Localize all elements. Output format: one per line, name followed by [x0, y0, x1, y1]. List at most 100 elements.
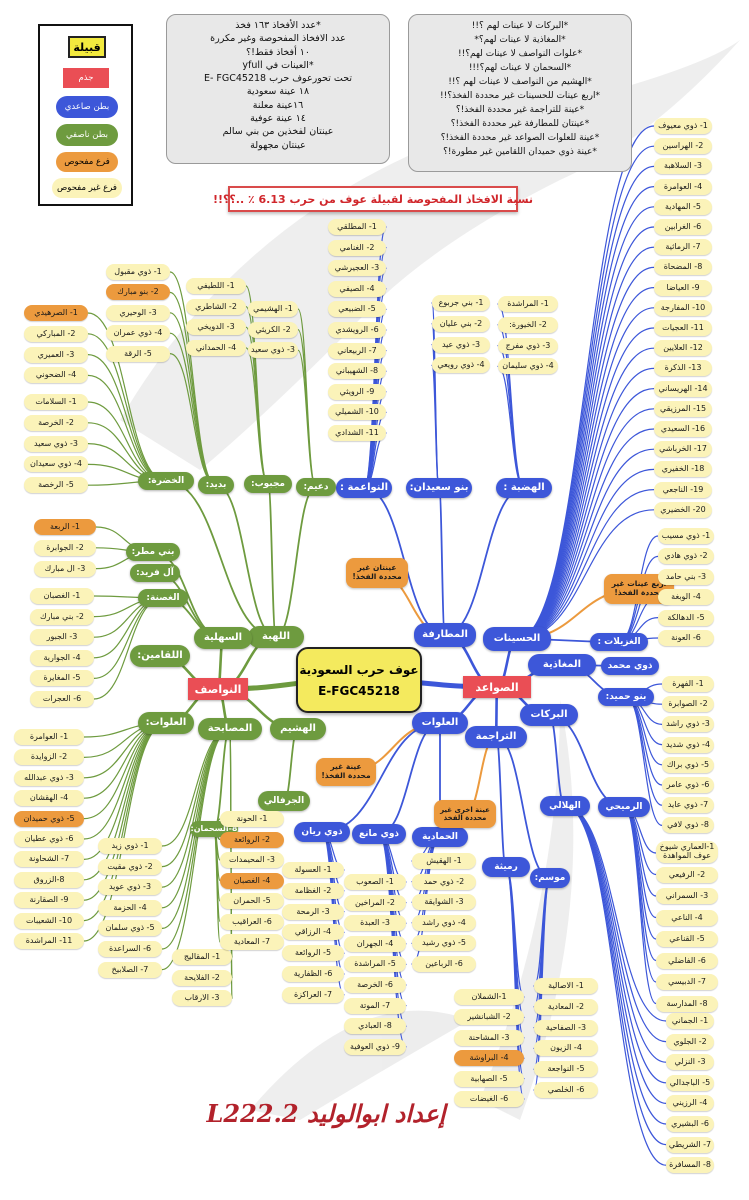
leaf-ghazilat-6[interactable]: 6- العونة [658, 630, 714, 646]
leaf-husainat-20[interactable]: 20- الخضيري [654, 501, 712, 518]
leaf-hilali-1[interactable]: 1- الجماني [666, 1013, 714, 1029]
hub-rumaitha[interactable]: رميثة [482, 857, 530, 877]
hub-bani-saidan[interactable]: بنو سعيدان: [406, 478, 472, 498]
leaf-suhman-6[interactable]: 6- العراقيب [220, 913, 284, 930]
leaf-rumaitha-3[interactable]: 3- المشاحنة [454, 1029, 524, 1046]
leaf-musabaha-6[interactable]: 6- السراعدة [98, 941, 162, 957]
hub-ghazilat[interactable]: الغزيلات : [590, 633, 648, 651]
leaf-musabaha-5[interactable]: 5- ذوي سلمان [98, 920, 162, 937]
leaf-alawat-n-7[interactable]: 7- الشحاونة [14, 851, 84, 868]
leaf-musa-1[interactable]: 1- الاصالية [534, 978, 598, 994]
leaf-musabaha-7[interactable]: 7- الصلابيخ [98, 961, 162, 978]
leaf-bani-matar-2[interactable]: 2- الجوابرة [34, 539, 96, 556]
leaf-majbub-4[interactable]: 4- الحمداني [186, 339, 246, 356]
leaf-hadba-3[interactable]: 3- ذوي مفرج [498, 337, 558, 354]
leaf-thawi-mani-1[interactable]: 1- الصعوب [344, 874, 406, 890]
leaf-bani-humaid-6[interactable]: 6- ذوي عامر [662, 777, 714, 793]
leaf-thawi-rayyan-2[interactable]: 2- الغظامة [282, 882, 344, 899]
leaf-khadra-5[interactable]: 1- السلامات [24, 394, 88, 410]
leaf-ghazilat-2[interactable]: 2- ذوي هادي [658, 548, 714, 565]
leaf-musabaha-sub-2[interactable]: 2- الفلايحة [172, 969, 232, 986]
leaf-musa-3[interactable]: 3- الصفاحية [534, 1019, 598, 1036]
leaf-musabaha-2[interactable]: 2- ذوي مقيت [98, 858, 162, 875]
leaf-rumaihi-1[interactable]: 1-العماري شيوخ عوف المواهدة [656, 841, 718, 863]
hub-nawaa[interactable]: النواعمة : [336, 478, 392, 498]
leaf-thawi-rayyan-3[interactable]: 3- الرمحة [282, 903, 344, 920]
leaf-husainat-6[interactable]: 6- الغرابين [654, 219, 712, 235]
leaf-husainat-3[interactable]: 3- السلاهبة [654, 158, 712, 175]
leaf-husainat-8[interactable]: 8- المضحاة [654, 259, 712, 276]
hub-musabaha[interactable]: المصابحة [198, 718, 262, 740]
leaf-thawi-mani-3[interactable]: 3- العبدة [344, 915, 406, 932]
leaf-thawi-mani-2[interactable]: 2- المراخين [344, 894, 406, 911]
hub-thawi-mani[interactable]: ذوي مانع [352, 824, 406, 844]
leaf-hamadiya-1[interactable]: 1- الهقيش [412, 853, 476, 869]
leaf-ghassa-5[interactable]: 5- المغايرة [30, 670, 94, 687]
hub-sawaed[interactable]: الصواعد [463, 676, 531, 698]
hub-barakat[interactable]: البركات [520, 704, 578, 726]
leaf-ghazilat-1[interactable]: 1- ذوي مسيب [658, 528, 714, 544]
leaf-rumaitha-1[interactable]: 1-الشملان [454, 989, 524, 1005]
leaf-husainat-18[interactable]: 18- الخفيري [654, 461, 712, 478]
hub-hushaim[interactable]: الهشيم [270, 718, 326, 740]
leaf-ghazilat-5[interactable]: 5- الدهالكة [658, 609, 714, 626]
leaf-hilali-4[interactable]: 5- الباجدالي [666, 1074, 714, 1091]
leaf-rumaihi-4[interactable]: 4- الناعي [656, 909, 718, 926]
leaf-thawi-mani-9[interactable]: 9- ذوي العوفية [344, 1038, 406, 1055]
leaf-bani-saidan-2[interactable]: 2- بني عليان [432, 315, 490, 332]
leaf-majbub-1[interactable]: 1- اللطيفي [186, 278, 246, 294]
leaf-khadra-9[interactable]: 5- الرخصة [24, 477, 88, 494]
leaf-badid-4[interactable]: 4- ذوي عمران [106, 325, 170, 342]
leaf-husainat-17[interactable]: 17- الخرباشي [654, 441, 712, 458]
leaf-thawi-rayyan-5[interactable]: 5- الروائعة [282, 945, 344, 962]
leaf-suhman-1[interactable]: 1- الحونة [220, 811, 284, 827]
leaf-husainat-10[interactable]: 10- المفارجة [654, 299, 712, 316]
leaf-ghassa-4[interactable]: 4- الجوارية [30, 649, 94, 666]
leaf-husainat-16[interactable]: 16- السعيدي [654, 421, 712, 437]
leaf-nawaa-1[interactable]: 1- المطلقي [328, 219, 386, 235]
leaf-nawaa-8[interactable]: 8- الشهيباني [328, 363, 386, 380]
leaf-bani-matar-1[interactable]: 1- الربعة [34, 519, 96, 535]
leaf-musa-5[interactable]: 5- النواجعة [534, 1061, 598, 1078]
leaf-alawat-n-1[interactable]: 1- العوامرة [14, 729, 84, 745]
leaf-husainat-19[interactable]: 19- الناجعي [654, 481, 712, 498]
leaf-thawi-mani-4[interactable]: 4- الجهران [344, 935, 406, 952]
leaf-thawi-mani-5[interactable]: 5- المراشدة [344, 956, 406, 973]
leaf-nawaa-6[interactable]: 6- الرويشدي [328, 322, 386, 338]
leaf-thawi-mani-8[interactable]: 8- العبادي [344, 1018, 406, 1035]
leaf-ghazilat-3[interactable]: 3- بني حامد [658, 568, 714, 585]
leaf-bani-humaid-7[interactable]: 7- ذوي عايد [662, 797, 714, 814]
leaf-suhman-3[interactable]: 3- المحيمدات [220, 852, 284, 868]
hub-hadba[interactable]: الهضبة : [496, 478, 552, 498]
leaf-bani-humaid-4[interactable]: 4- ذوي شديد [662, 736, 714, 753]
leaf-daim-3[interactable]: 3- ذوي سعيد [248, 342, 298, 359]
leaf-hilali-2[interactable]: 2- الجلوي [666, 1033, 714, 1050]
leaf-suhman-2[interactable]: 2- الروائعة [220, 831, 284, 848]
hub-thawi-muhammad[interactable]: ذوي محمد [601, 657, 659, 675]
leaf-rumaihi-5[interactable]: 5- القناعي [656, 931, 718, 947]
leaf-nawaa-3[interactable]: 3- العجيرشي [328, 260, 386, 277]
leaf-rumaihi-2[interactable]: 2- الرفيعي [656, 866, 718, 883]
leaf-hilali-8[interactable]: 8- المسافرة [666, 1157, 714, 1174]
hub-lugamin[interactable]: اللقامين: [130, 645, 190, 667]
leaf-bani-humaid-8[interactable]: 8- ذوي لافي [662, 817, 714, 834]
leaf-nawaa-10[interactable]: 10- الشميلي [328, 404, 386, 421]
leaf-alawat-n-9[interactable]: 9- الصقارنة [14, 892, 84, 909]
leaf-rumaihi-7[interactable]: 7- الدبيسي [656, 974, 718, 990]
leaf-husainat-5[interactable]: 5- المهادية [654, 198, 712, 215]
hub-alawat-sawaed[interactable]: العلوات [412, 712, 468, 734]
leaf-thawi-rayyan-1[interactable]: 1- العسولة [282, 862, 344, 878]
hub-thawi-rayyan[interactable]: ذوي ريان [294, 822, 350, 842]
leaf-rumaihi-3[interactable]: 3- السمراني [656, 888, 718, 904]
hub-nawasef[interactable]: النواصف [188, 678, 248, 700]
leaf-husainat-12[interactable]: 12- العلايين [654, 340, 712, 357]
leaf-bani-saidan-3[interactable]: 3- ذوي عيد [432, 336, 490, 353]
leaf-thawi-rayyan-4[interactable]: 4- الرزاقي [282, 924, 344, 941]
leaf-hadba-1[interactable]: 1- المراشدة [498, 296, 558, 312]
leaf-musa-4[interactable]: 4- الزيون [534, 1040, 598, 1057]
leaf-husainat-15[interactable]: 15- المرزيقي [654, 400, 712, 417]
leaf-rumaitha-4[interactable]: 4- البراوشة [454, 1050, 524, 1067]
leaf-bani-matar-3[interactable]: 3- ال مبارك [34, 560, 96, 577]
hub-hilali[interactable]: الهلالي [540, 796, 590, 816]
leaf-thawi-mani-7[interactable]: 7- الموتة [344, 997, 406, 1014]
